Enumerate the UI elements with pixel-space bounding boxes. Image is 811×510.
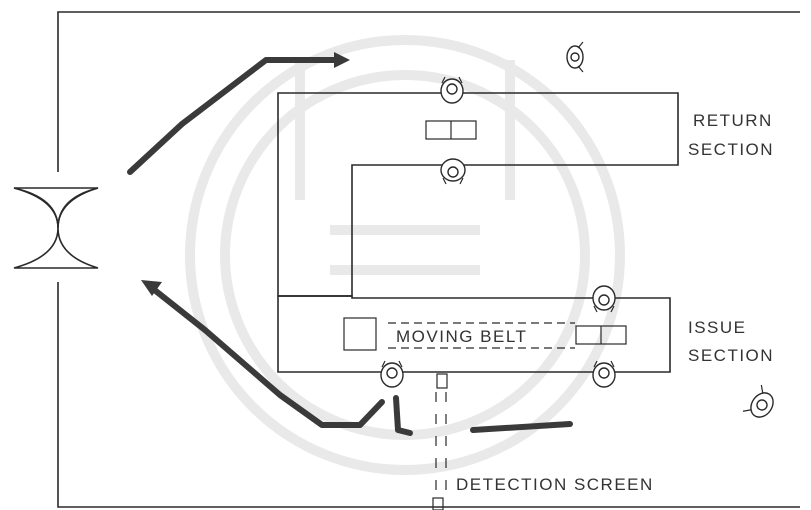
issue-box-icon <box>343 317 377 351</box>
staff-figure-icon <box>592 285 616 313</box>
moving-belt-label: MOVING BELT <box>396 327 527 346</box>
staff-figure-icon <box>566 41 584 73</box>
staff-figure-icon <box>440 158 466 185</box>
background-watermark <box>185 35 625 475</box>
return-section-label: RETURN SECTION <box>688 111 779 159</box>
detection-flow-line <box>470 421 573 433</box>
detection-screen <box>432 373 448 510</box>
outer-boundary <box>57 11 800 508</box>
exit-flow-arrow <box>141 280 385 428</box>
moving-belt <box>388 322 627 349</box>
queue-flow-line <box>393 395 413 436</box>
issue-section-label: ISSUE SECTION <box>688 318 774 365</box>
staff-figure-icon <box>440 76 464 104</box>
staff-figure-icon <box>742 384 774 418</box>
entry-flow-arrow <box>127 52 350 175</box>
return-box-icon <box>425 120 477 140</box>
turnstile-gate-icon <box>13 187 99 269</box>
detection-screen-label: DETECTION SCREEN <box>456 475 654 494</box>
staff-figure-icon <box>592 360 616 388</box>
staff-figure-icon <box>380 360 404 388</box>
